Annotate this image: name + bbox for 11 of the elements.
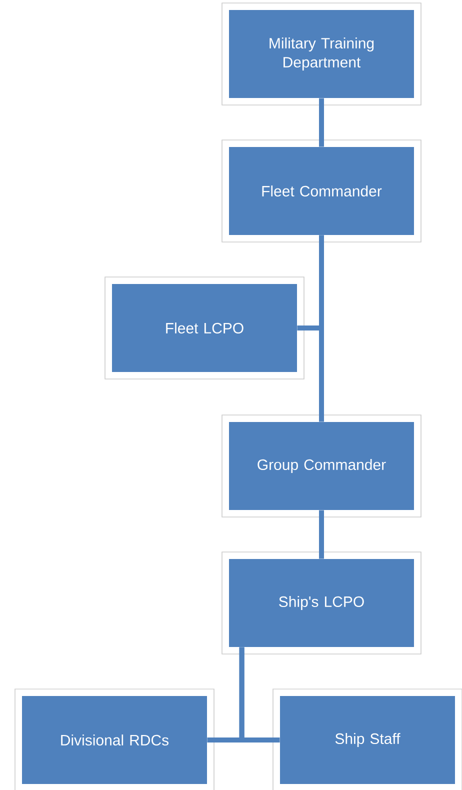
org-box: Fleet Commander — [222, 140, 422, 242]
org-box: Ship Staff — [272, 688, 462, 790]
org-box: Ship's LCPO — [222, 552, 422, 654]
org-box: Group Commander — [222, 414, 422, 518]
org-box: Military Training Department — [222, 2, 422, 106]
connector-line — [319, 98, 324, 147]
connector-line — [239, 647, 280, 742]
org-box: Divisional RDCs — [14, 688, 214, 790]
org-box: Fleet LCPO — [104, 276, 304, 380]
connector-line — [319, 510, 324, 559]
connector-line — [297, 235, 324, 330]
